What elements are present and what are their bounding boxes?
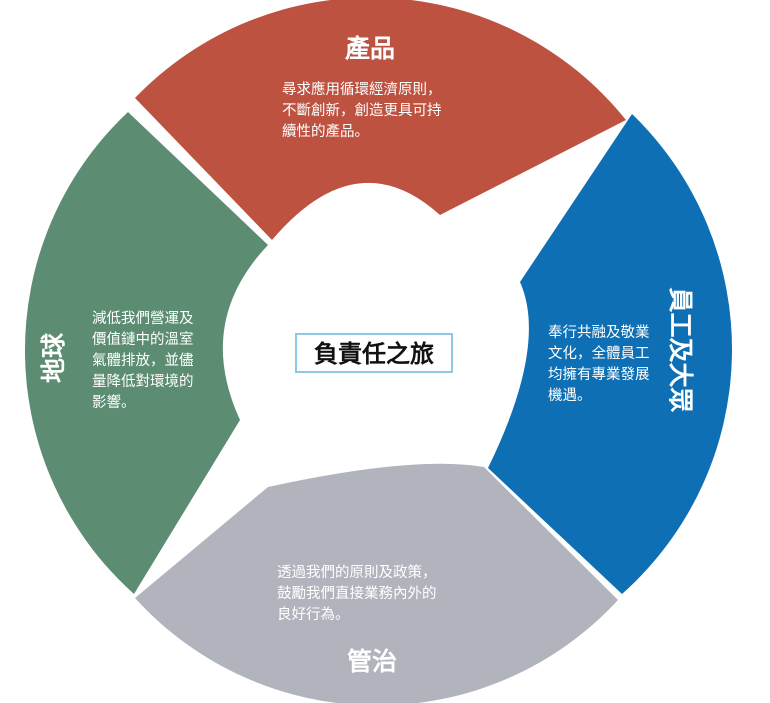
planet-desc-line-1: 減低我們營運及 (92, 310, 194, 327)
people-desc-line-1: 奉行共融及敬業 (548, 324, 650, 341)
people-title: 員工及大眾 (666, 287, 695, 412)
product-desc-line-1: 尋求應用循環經濟原則， (282, 80, 442, 98)
governance-desc-line-2: 鼓勵我們直接業務內外的 (277, 585, 437, 602)
segment-planet (24, 112, 269, 594)
people-desc-line-4: 機遇。 (548, 387, 592, 404)
planet-desc-line-4: 量降低對環境的 (92, 372, 194, 390)
planet-title: 地球 (39, 332, 68, 383)
product-desc-line-3: 續性的產品。 (282, 123, 369, 140)
center-title: 負責任之旅 (314, 340, 434, 368)
people-desc-line-2: 文化，全體員工 (548, 344, 650, 362)
planet-desc-line-5: 影響。 (92, 393, 136, 411)
center-title-box (295, 333, 453, 373)
planet-desc-line-2: 價值鏈中的溫室 (92, 331, 194, 348)
people-desc-line-3: 均擁有專業發展 (548, 366, 650, 383)
segment-governance (135, 463, 618, 703)
segment-product (135, 0, 626, 240)
planet-desc-line-3: 氣體排放，並儘 (92, 352, 194, 369)
governance-desc-line-1: 透過我們的原則及政策， (277, 564, 437, 581)
governance-title: 管治 (347, 647, 397, 676)
governance-desc-line-3: 良好行為。 (277, 606, 350, 623)
segment-people (488, 114, 733, 594)
product-title: 產品 (345, 34, 395, 63)
product-desc-line-2: 不斷創新，創造更具可持 (282, 102, 442, 119)
